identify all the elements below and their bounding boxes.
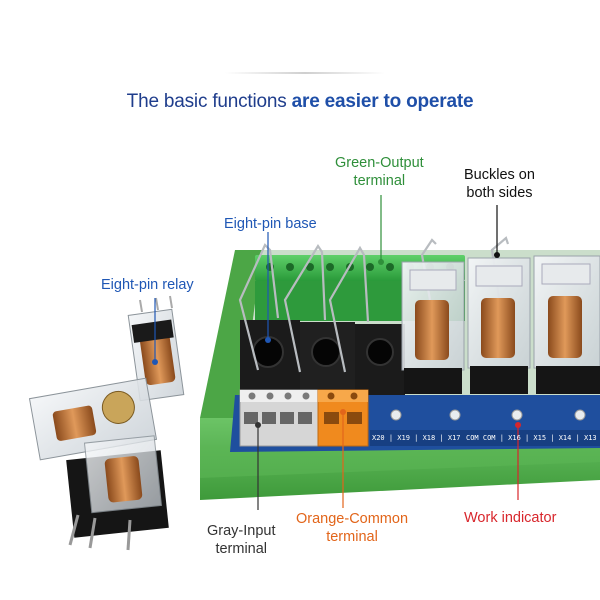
callout-work-indicator: Work indicator xyxy=(464,510,557,526)
loose-relay-base xyxy=(66,435,169,551)
callout-gray-input: Gray-Input terminal xyxy=(207,523,276,557)
loose-relay-side xyxy=(28,377,158,461)
gray-input-terminal-block xyxy=(239,389,319,447)
board-label-left: X20 | X19 | X18 | X17 xyxy=(372,434,461,442)
top-divider xyxy=(225,72,385,74)
headline-bold: are easier to operate xyxy=(291,91,474,112)
mounted-relays xyxy=(401,255,600,394)
eight-pin-base-row xyxy=(240,320,405,395)
loose-relay-upright xyxy=(127,295,185,402)
callout-leader-lines xyxy=(152,195,521,510)
callout-green-output: Green-Output terminal xyxy=(335,155,424,189)
callout-buckles: Buckles on both sides xyxy=(464,167,535,201)
board-label-middle: COM COM | X16 | X15 | X14 | X13 xyxy=(466,434,597,442)
headline: The basic functions are easier to operat… xyxy=(0,91,600,113)
callout-eight-pin-relay: Eight-pin relay xyxy=(101,277,194,293)
callout-orange-common: Orange-Common terminal xyxy=(296,511,409,545)
headline-normal: The basic functions xyxy=(126,91,292,112)
work-indicator-leds xyxy=(390,409,586,421)
callout-eight-pin-base: Eight-pin base xyxy=(224,216,317,232)
